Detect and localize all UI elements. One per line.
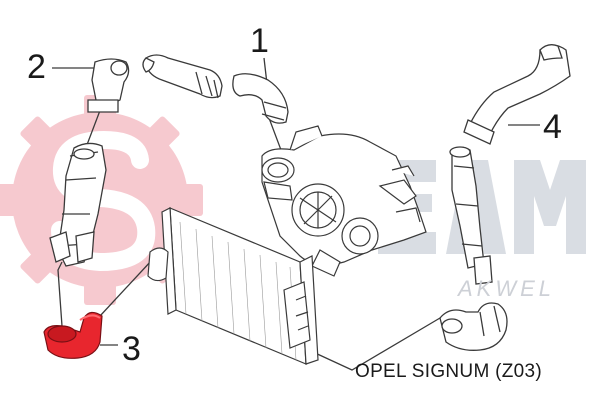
part-1-upper-hose	[142, 54, 289, 124]
turbocharger	[261, 125, 427, 277]
callout-4: 4	[543, 108, 562, 146]
callout-1: 1	[250, 22, 269, 60]
part-3-red-hose	[43, 311, 103, 359]
vehicle-model-label: OPEL SIGNUM (Z03)	[355, 361, 543, 382]
leader-line-3a	[57, 261, 63, 327]
akwel-watermark-text: AKWEL	[458, 276, 556, 301]
callout-3: 3	[122, 330, 141, 368]
leader-line-3b	[99, 259, 153, 317]
intercooler	[147, 207, 319, 365]
part-4-right-hose	[439, 44, 571, 351]
callout-2: 2	[27, 48, 46, 86]
part-2-intake-pipe	[49, 58, 130, 267]
